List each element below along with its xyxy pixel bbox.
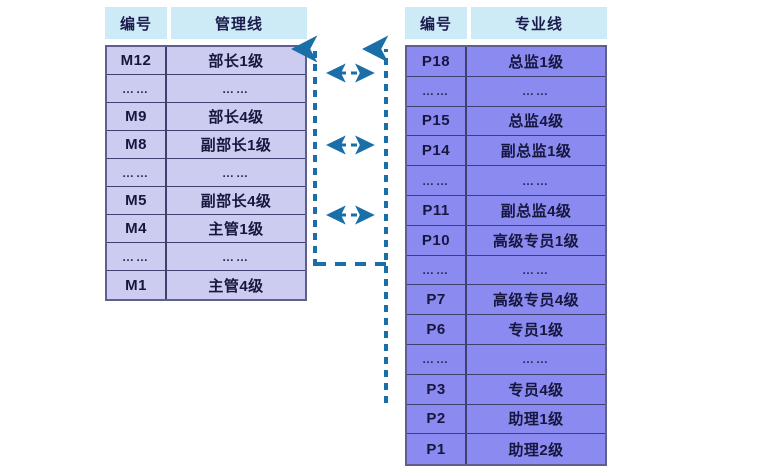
table-row[interactable]: …… …… [407, 344, 605, 375]
cell-name: …… [522, 262, 550, 277]
table-row[interactable]: …… …… [407, 166, 605, 196]
table-row[interactable]: …… …… [107, 159, 305, 187]
table-row[interactable]: M9 部长4级 [107, 103, 305, 131]
cell-code: …… [407, 76, 467, 106]
table-row[interactable]: P1 助理2级 [407, 434, 605, 465]
cell-code: P10 [407, 225, 467, 255]
cell-code: …… [407, 166, 467, 195]
table-row[interactable]: …… …… [107, 243, 305, 271]
cell-code: P11 [407, 195, 467, 225]
table-row[interactable]: P7 高级专员4级 [407, 285, 605, 316]
table-row[interactable]: …… …… [407, 76, 605, 107]
cell-name: 助理1级 [508, 411, 564, 429]
table-row[interactable]: P15 总监4级 [407, 106, 605, 137]
cell-name: 高级专员4级 [492, 292, 580, 310]
cell-name: 副总监4级 [500, 202, 572, 220]
cell-code: …… [107, 75, 167, 102]
cell-name: 总监1级 [508, 53, 564, 71]
cell-name: 助理2级 [508, 441, 564, 459]
cell-code: …… [107, 159, 167, 186]
professional-table-header: 编号 专业线 [405, 7, 607, 39]
cell-name: 主管1级 [208, 221, 264, 238]
cell-name: …… [522, 352, 550, 367]
cell-code: M1 [107, 271, 167, 299]
table-row[interactable]: M1 主管4级 [107, 271, 305, 299]
cell-code: P15 [407, 106, 467, 136]
table-row[interactable]: M12 部长1级 [107, 47, 305, 75]
table-row[interactable]: P6 专员1级 [407, 315, 605, 345]
cell-name: 副部长4级 [200, 193, 272, 210]
cell-name: …… [522, 84, 550, 99]
table-row[interactable]: P14 副总监1级 [407, 136, 605, 167]
cell-name: …… [522, 173, 550, 188]
cell-name: 总监4级 [508, 113, 564, 131]
cell-name: 部长4级 [208, 109, 264, 126]
cell-code: P6 [407, 315, 467, 344]
table-row[interactable]: P10 高级专员1级 [407, 225, 605, 256]
cell-code: M4 [107, 215, 167, 242]
cell-name: 专员4级 [508, 381, 564, 399]
cell-name: 副总监1级 [500, 143, 572, 161]
cell-code: …… [407, 255, 467, 285]
cell-code: P2 [407, 404, 467, 434]
cell-name: 副部长1级 [200, 137, 272, 154]
table-row[interactable]: M8 副部长1级 [107, 131, 305, 159]
table-row[interactable]: M4 主管1级 [107, 215, 305, 243]
cell-code: M8 [107, 131, 167, 158]
cell-code: M9 [107, 103, 167, 130]
cell-code: P1 [407, 434, 467, 465]
cell-name: …… [222, 249, 250, 264]
header-code-management: 编号 [105, 7, 167, 39]
cell-name: 部长1级 [208, 53, 264, 70]
cell-code: M12 [107, 47, 167, 74]
header-code-professional: 编号 [405, 7, 467, 39]
table-row[interactable]: P3 专员4级 [407, 374, 605, 405]
management-table-header: 编号 管理线 [105, 7, 307, 39]
cell-name: …… [222, 81, 250, 96]
table-row[interactable]: …… …… [107, 75, 305, 103]
cell-code: P14 [407, 136, 467, 166]
table-row[interactable]: …… …… [407, 255, 605, 286]
cell-code: P18 [407, 47, 467, 76]
cell-code: P7 [407, 285, 467, 315]
table-row[interactable]: M5 副部长4级 [107, 187, 305, 215]
table-row[interactable]: P18 总监1级 [407, 47, 605, 77]
cell-name: …… [222, 165, 250, 180]
cell-code: …… [407, 344, 467, 374]
header-name-professional: 专业线 [471, 7, 607, 39]
cell-name: 专员1级 [508, 322, 564, 340]
header-name-management: 管理线 [171, 7, 307, 39]
cell-code: P3 [407, 374, 467, 404]
cell-name: 主管4级 [208, 277, 264, 295]
cell-code: M5 [107, 187, 167, 214]
cell-code: …… [107, 243, 167, 270]
table-row[interactable]: P11 副总监4级 [407, 195, 605, 226]
table-row[interactable]: P2 助理1级 [407, 404, 605, 435]
cell-name: 高级专员1级 [492, 232, 580, 250]
